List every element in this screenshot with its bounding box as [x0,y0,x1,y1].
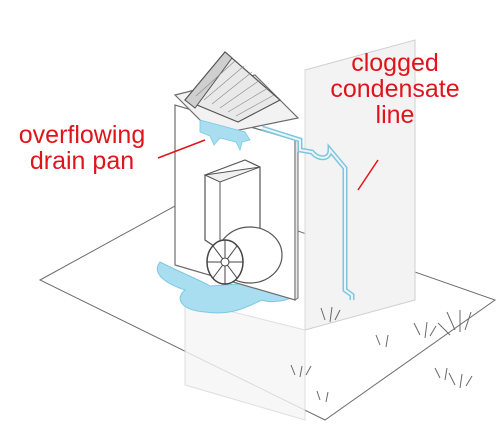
grass-tufts [290,306,473,403]
pointer-drain-pan [157,139,206,159]
label-line-1: clogged [351,49,439,77]
side-wall [184,299,306,421]
cabinet-side [294,137,299,301]
drain-pan-water [199,119,251,152]
pointer-condensate-line [357,159,379,191]
water-puddle [157,261,299,314]
label-clogged-condensate-line: clogged condensate line [300,50,490,128]
label-overflowing-drain-pan: overflowing drain pan [2,122,162,174]
label-line-2: condensate [330,75,460,103]
label-line-2: drain pan [29,147,135,175]
label-line-3: line [375,101,415,129]
label-line-1: overflowing [18,121,146,149]
